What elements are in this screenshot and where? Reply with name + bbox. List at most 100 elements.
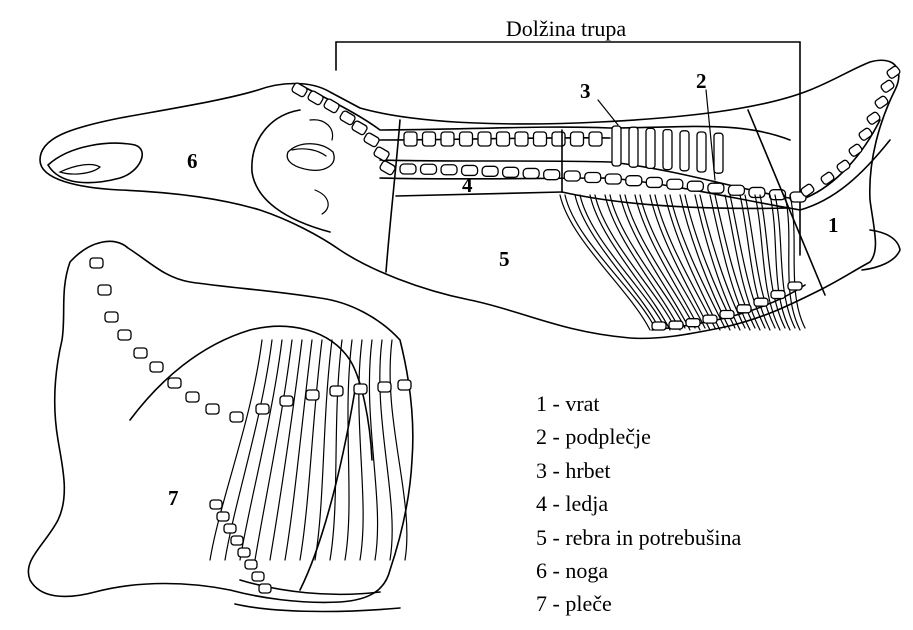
- legend-item: 6 - noga: [536, 558, 608, 583]
- label-vrat: 1: [828, 213, 839, 237]
- sternum-bone: [686, 319, 700, 327]
- sternum-bone: [217, 512, 229, 521]
- shoulder-vertebrae: [90, 258, 411, 593]
- vertebra-spine: [646, 128, 655, 168]
- sternum-bone: [224, 524, 236, 533]
- vertebra: [206, 404, 219, 414]
- vertebra: [256, 404, 269, 414]
- legend-item: 7 - pleče: [536, 591, 612, 616]
- vertebra: [323, 98, 340, 114]
- legend-item: 3 - hrbet: [536, 458, 611, 483]
- label-ledja: 4: [462, 173, 473, 197]
- shoulder-outline: [28, 241, 413, 611]
- vertebra: [373, 146, 390, 162]
- vertebra: [441, 132, 454, 146]
- vertebra: [400, 164, 416, 174]
- neck-vertebra: [858, 127, 873, 141]
- vertebra: [515, 132, 528, 146]
- sternum-bone: [771, 291, 785, 299]
- sternum-bone: [238, 548, 250, 557]
- vertebra: [118, 330, 131, 340]
- neck-vertebra: [836, 159, 851, 173]
- rib: [565, 195, 655, 328]
- vertebra: [398, 380, 411, 390]
- vertebra: [626, 176, 642, 186]
- legend-item: 2 - podplečje: [536, 424, 651, 449]
- vertebra: [423, 132, 436, 146]
- vertebra: [687, 181, 703, 191]
- vertebra: [90, 258, 103, 268]
- label-rebra: 5: [499, 247, 510, 271]
- vertebra: [571, 132, 584, 146]
- vertebra: [589, 132, 602, 146]
- neck-vertebra: [880, 79, 895, 93]
- sternum-bone: [754, 298, 768, 306]
- sternum-bone: [720, 311, 734, 319]
- leg-bone-cross-section: [252, 110, 334, 232]
- sternum-bone: [703, 315, 717, 323]
- vertebra: [330, 386, 343, 396]
- vertebra: [585, 172, 601, 182]
- sternum-bone: [210, 500, 222, 509]
- vertebra-spine: [663, 130, 672, 170]
- rib: [650, 195, 710, 330]
- rib: [665, 195, 720, 330]
- sternum-bone: [652, 322, 666, 330]
- sternum-bone: [669, 321, 683, 329]
- vertebra: [552, 132, 565, 146]
- vertebra-spine: [714, 133, 723, 173]
- diagram-title: Dolžina trupa: [506, 16, 627, 41]
- sternum-bone: [737, 305, 751, 313]
- vertebra: [105, 312, 118, 322]
- vertebra: [354, 384, 367, 394]
- shoulder-rib-bones: [210, 340, 407, 560]
- vertebra: [605, 174, 621, 184]
- neck-vertebra: [848, 143, 863, 157]
- rib: [330, 340, 342, 560]
- vertebra: [168, 378, 181, 388]
- vertebra: [150, 362, 163, 372]
- vertebra: [749, 187, 765, 197]
- label-hrbet: 3: [580, 79, 591, 103]
- vertebra: [306, 390, 319, 400]
- vertebra: [708, 183, 724, 193]
- rib: [359, 340, 363, 560]
- vertebra: [441, 165, 457, 175]
- vertebra: [482, 166, 498, 176]
- legend: 1 - vrat 2 - podplečje 3 - hrbet 4 - led…: [536, 391, 741, 616]
- vertebra: [230, 412, 243, 422]
- vertebra: [460, 132, 473, 146]
- vertebra: [421, 164, 437, 174]
- vertebra: [544, 170, 560, 180]
- vertebra-spine: [697, 132, 706, 172]
- legend-item: 4 - ledja: [536, 491, 608, 516]
- vertebra: [534, 132, 547, 146]
- rib: [695, 195, 740, 330]
- upper-rib-bones: [560, 195, 805, 330]
- rib: [255, 340, 292, 560]
- vertebra: [646, 177, 662, 187]
- vertebra-spine: [629, 127, 638, 167]
- label-noga: 6: [187, 149, 198, 173]
- vertebra: [378, 382, 391, 392]
- rib: [610, 195, 685, 328]
- vertebra: [280, 396, 293, 406]
- vertebra: [307, 90, 324, 106]
- vertebra: [363, 132, 380, 148]
- legend-item: 1 - vrat: [536, 391, 600, 416]
- vertebra-spine: [680, 131, 689, 171]
- spine-vertebrae: [291, 65, 901, 210]
- vertebra: [478, 132, 491, 146]
- vertebra: [379, 160, 396, 176]
- vertebra: [564, 171, 580, 181]
- rib: [345, 340, 352, 560]
- rib: [285, 340, 312, 560]
- vertebra: [404, 132, 417, 146]
- sternum-bone: [788, 282, 802, 290]
- vertebra: [134, 348, 147, 358]
- label-podplecje: 2: [696, 69, 707, 93]
- legend-item: 5 - rebra in potrebušina: [536, 525, 741, 550]
- neck-vertebra: [820, 171, 835, 185]
- vertebra: [497, 132, 510, 146]
